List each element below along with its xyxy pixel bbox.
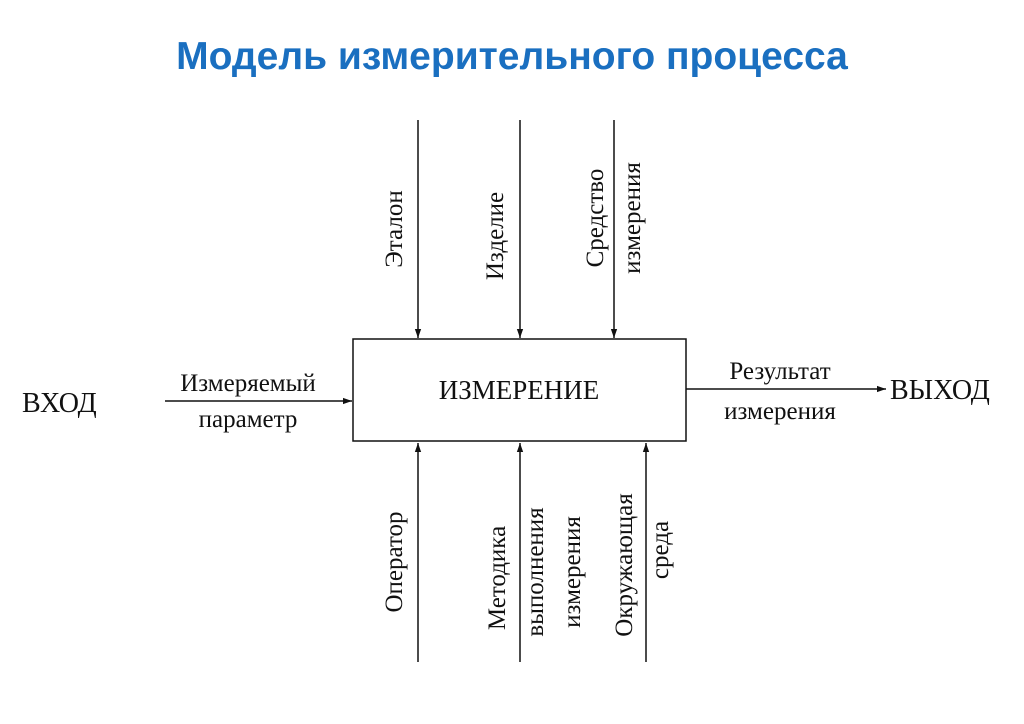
environment-label-line1: Окружающая [611,493,638,637]
input-label-line1: Измеряемый [180,370,316,397]
output-side-label: ВЫХОД [890,375,990,406]
input-side-label: ВХОД [22,388,97,419]
environment-label-line2: среда [647,521,674,579]
item-label: Изделие [482,192,509,280]
method-label-line1: Методика [484,526,511,630]
output-label-line1: Результат [729,358,830,385]
output-label-line2: измерения [724,398,836,425]
process-label: ИЗМЕРЕНИЕ [439,375,600,405]
instrument-label-line1: Средство [582,169,609,268]
etalon-label: Эталон [381,190,408,267]
method-label-line3: измерения [559,516,586,628]
process-box [352,338,687,442]
method-label-line2: выполнения [522,507,549,637]
page-title: Модель измерительного процесса [176,35,848,78]
operator-label: Оператор [381,511,408,612]
instrument-label-line2: измерения [619,162,646,274]
input-label-line2: параметр [199,406,298,433]
